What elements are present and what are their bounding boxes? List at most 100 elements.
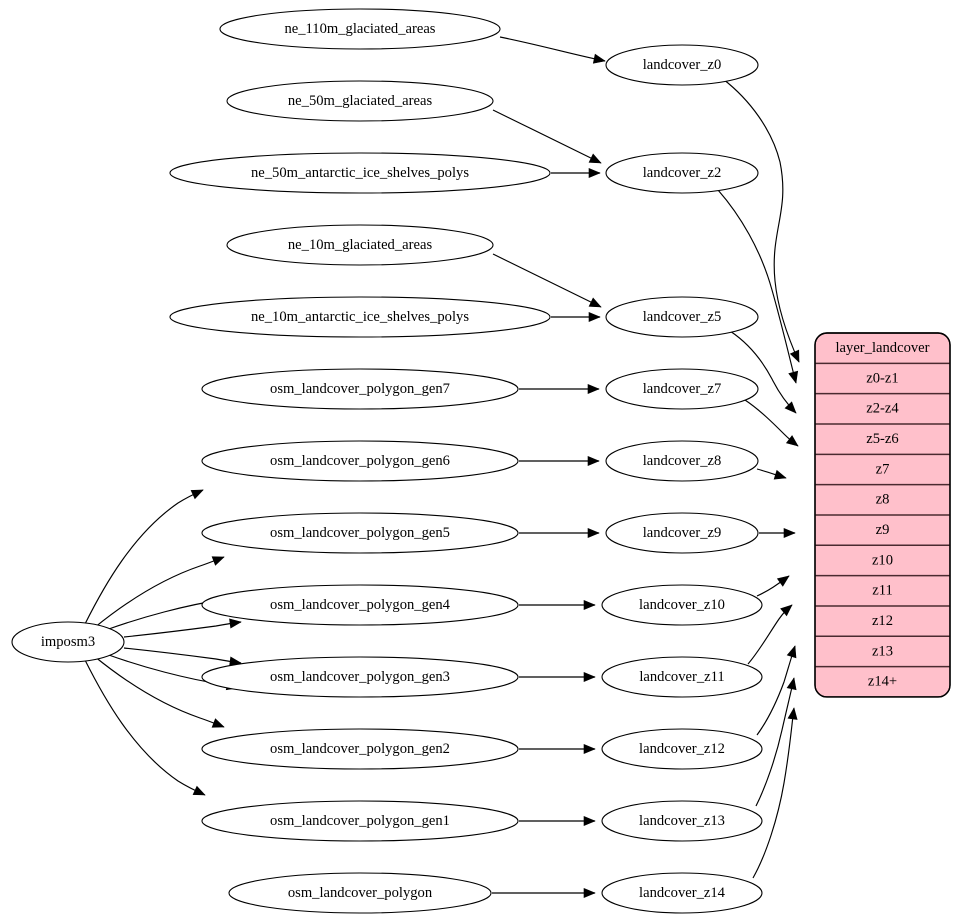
node-ne_50m_glaciated_areas[interactable]: ne_50m_glaciated_areas [226, 80, 494, 122]
node-label: imposm3 [41, 634, 95, 650]
record-row-z7[interactable]: z7 [815, 454, 950, 484]
arrow-head-icon [587, 383, 600, 395]
record-row-z0-z1[interactable]: z0-z1 [815, 363, 950, 393]
edge-line [123, 647, 242, 664]
node-label: osm_landcover_polygon_gen3 [270, 669, 450, 685]
node-landcover_z7[interactable]: landcover_z7 [605, 368, 759, 410]
node-landcover_z11[interactable]: landcover_z11 [601, 656, 763, 698]
edge-landcover_z10-to-z10 [756, 575, 790, 597]
node-label: landcover_z14 [639, 885, 726, 901]
edge-landcover_z14-to-z14 [752, 707, 798, 879]
node-landcover_z8[interactable]: landcover_z8 [605, 440, 759, 482]
record-row-label: z12 [872, 613, 893, 629]
record-header-label: layer_landcover [836, 340, 930, 356]
node-ne_10m_antarctic_ice_shelves_polys[interactable]: ne_10m_antarctic_ice_shelves_polys [169, 296, 551, 338]
node-landcover_z0[interactable]: landcover_z0 [605, 44, 759, 86]
node-label: ne_10m_glaciated_areas [288, 237, 433, 253]
node-label: osm_landcover_polygon_gen7 [270, 381, 450, 397]
node-osm_landcover_polygon_gen6[interactable]: osm_landcover_polygon_gen6 [201, 440, 519, 482]
record-row-label: z0-z1 [866, 370, 898, 386]
node-shape-input [169, 152, 551, 194]
node-shape-input [228, 872, 492, 914]
node-landcover_z14[interactable]: landcover_z14 [601, 872, 763, 914]
node-label: osm_landcover_polygon_gen6 [270, 453, 450, 469]
record-row-z8[interactable]: z8 [815, 485, 950, 515]
edge-ne_10m_antarctic_ice_shelves_polys-to-landcover_z5 [551, 311, 601, 323]
node-landcover_z10[interactable]: landcover_z10 [601, 584, 763, 626]
edge-ne_110m_glaciated_areas-to-landcover_z0 [499, 36, 606, 64]
arrow-head-icon [588, 311, 601, 323]
node-imposm3[interactable]: imposm3 [11, 621, 125, 663]
node-shape-input [201, 584, 519, 626]
node-landcover_z2[interactable]: landcover_z2 [605, 152, 759, 194]
record-row-z11[interactable]: z11 [815, 576, 950, 606]
node-label: landcover_z9 [643, 525, 722, 541]
node-shape-landcover [605, 440, 759, 482]
node-ne_50m_antarctic_ice_shelves_polys[interactable]: ne_50m_antarctic_ice_shelves_polys [169, 152, 551, 194]
node-label: landcover_z5 [643, 309, 722, 325]
arrow-head-icon [211, 718, 225, 728]
arrow-head-icon [780, 604, 793, 617]
node-shape-input [201, 800, 519, 842]
node-landcover_z12[interactable]: landcover_z12 [601, 728, 763, 770]
arrow-head-icon [583, 743, 596, 755]
node-label: ne_50m_antarctic_ice_shelves_polys [251, 165, 469, 181]
edge-line [717, 189, 797, 384]
node-shape-landcover [601, 656, 763, 698]
node-landcover_z13[interactable]: landcover_z13 [601, 800, 763, 842]
arrow-head-icon [787, 707, 798, 720]
node-osm_landcover_polygon_gen5[interactable]: osm_landcover_polygon_gen5 [201, 512, 519, 554]
edge-osm_landcover_polygon_gen7-to-landcover_z7 [519, 383, 600, 395]
record-row-z13[interactable]: z13 [815, 636, 950, 666]
node-ne_10m_glaciated_areas[interactable]: ne_10m_glaciated_areas [226, 224, 494, 266]
edge-osm_landcover_polygon_gen2-to-landcover_z12 [519, 743, 596, 755]
record-row-label: z10 [872, 552, 893, 568]
node-shape-input [226, 80, 494, 122]
arrow-head-icon [583, 887, 596, 899]
node-shape-landcover [605, 44, 759, 86]
node-ne_110m_glaciated_areas[interactable]: ne_110m_glaciated_areas [219, 8, 501, 50]
arrow-head-icon [785, 435, 799, 447]
node-label: ne_50m_glaciated_areas [288, 93, 433, 109]
record-row-z14+[interactable]: z14+ [815, 667, 950, 697]
node-osm_landcover_polygon_gen7[interactable]: osm_landcover_polygon_gen7 [201, 368, 519, 410]
edge-imposm3-to-osm_landcover_polygon_gen3 [123, 647, 242, 667]
edge-ne_50m_glaciated_areas-to-landcover_z2 [492, 109, 602, 164]
node-label: landcover_z12 [639, 741, 725, 757]
node-osm_landcover_polygon_gen1[interactable]: osm_landcover_polygon_gen1 [201, 800, 519, 842]
record-row-z2-z4[interactable]: z2-z4 [815, 394, 950, 424]
record-row-z10[interactable]: z10 [815, 545, 950, 575]
record-row-label: z11 [872, 583, 893, 599]
record-row-label: z13 [872, 643, 893, 659]
node-label: osm_landcover_polygon_gen1 [270, 813, 450, 829]
node-shape-landcover [601, 584, 763, 626]
edge-landcover_z12-to-z12 [756, 645, 797, 736]
edge-imposm3-to-osm_landcover_polygon_gen4 [123, 618, 242, 638]
node-shape-input [219, 8, 501, 50]
arrow-head-icon [784, 401, 797, 414]
arrow-head-icon [773, 469, 787, 480]
node-osm_landcover_polygon[interactable]: osm_landcover_polygon [228, 872, 492, 914]
node-label: osm_landcover_polygon_gen5 [270, 525, 450, 541]
record-row-z12[interactable]: z12 [815, 606, 950, 636]
node-landcover_z9[interactable]: landcover_z9 [605, 512, 759, 554]
node-osm_landcover_polygon_gen3[interactable]: osm_landcover_polygon_gen3 [201, 656, 519, 698]
record-row-label: z5-z6 [866, 431, 898, 447]
node-landcover_z5[interactable]: landcover_z5 [605, 296, 759, 338]
node-label: osm_landcover_polygon [288, 885, 433, 901]
node-shape-input [201, 368, 519, 410]
node-osm_landcover_polygon_gen4[interactable]: osm_landcover_polygon_gen4 [201, 584, 519, 626]
arrow-head-icon [588, 297, 602, 308]
arrow-head-icon [786, 677, 797, 691]
arrow-head-icon [786, 645, 797, 659]
arrow-head-icon [211, 556, 225, 566]
edge-imposm3-to-osm_landcover_polygon_gen7 [84, 489, 204, 625]
arrow-head-icon [583, 671, 596, 683]
node-shape-landcover [605, 368, 759, 410]
record-row-z9[interactable]: z9 [815, 515, 950, 545]
record-row-z5-z6[interactable]: z5-z6 [815, 424, 950, 454]
node-osm_landcover_polygon_gen2[interactable]: osm_landcover_polygon_gen2 [201, 728, 519, 770]
record-row-label: z7 [876, 461, 890, 477]
